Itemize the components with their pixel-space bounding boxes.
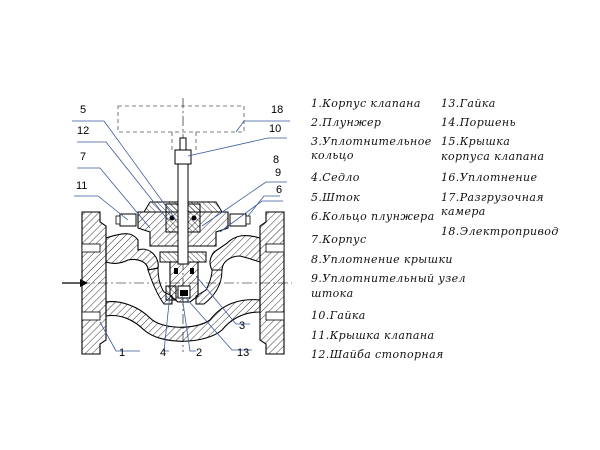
legend-item-14: 14.Поршень [441, 116, 516, 129]
leader-lines [72, 120, 290, 352]
legend-item-18: 18.Электропривод [441, 225, 559, 238]
legend-item-9-cont: штока [311, 287, 354, 300]
right-flange [259, 211, 285, 355]
stem-nut [174, 149, 192, 165]
callout-8: 8 [273, 154, 279, 166]
legend-item-15: 15.Крышка [441, 135, 511, 148]
valve-body-lower [105, 299, 261, 342]
legend-item-4: 4.Седло [311, 171, 360, 184]
callout-12: 12 [77, 125, 89, 137]
callout-2: 2 [196, 347, 202, 359]
legend-item-17: 17.Разгрузочная [441, 191, 544, 204]
legend-item-10: 10.Гайка [311, 309, 366, 322]
stem [177, 157, 189, 265]
callout-11: 11 [76, 180, 87, 192]
legend-item-3-cont: кольцо [311, 149, 354, 162]
callout-7: 7 [80, 151, 86, 163]
legend-item-12: 12.Шайба стопорная [311, 348, 444, 361]
bolt-right [229, 213, 247, 227]
actuator-outline [117, 105, 245, 133]
legend-item-15-cont: корпуса клапана [441, 150, 545, 163]
legend-item-3: 3.Уплотнительное [311, 135, 432, 148]
callout-9: 9 [275, 167, 281, 179]
legend-item-11: 11.Крышка клапана [311, 329, 435, 342]
legend-item-17-cont: камера [441, 205, 486, 218]
callout-4: 4 [160, 347, 166, 359]
legend-item-5: 5.Шток [311, 191, 361, 204]
legend-item-8: 8.Уплотнение крышки [311, 253, 453, 266]
legend-item-2: 2.Плунжер [311, 116, 382, 129]
callout-1: 1 [119, 347, 125, 359]
legend-item-13: 13.Гайка [441, 97, 496, 110]
callout-10: 10 [269, 123, 281, 135]
callout-5: 5 [80, 104, 86, 116]
callout-3: 3 [239, 320, 245, 332]
callout-18: 18 [271, 104, 283, 116]
callout-13: 13 [237, 347, 249, 359]
legend-item-16: 16.Уплотнение [441, 171, 538, 184]
legend-item-6: 6.Кольцо плунжера [311, 210, 435, 223]
legend-item-9: 9.Уплотнительный узел [311, 272, 466, 285]
legend-item-7: 7.Корпус [311, 233, 367, 246]
callout-6: 6 [276, 184, 282, 196]
legend-item-1: 1.Корпус клапана [311, 97, 421, 110]
